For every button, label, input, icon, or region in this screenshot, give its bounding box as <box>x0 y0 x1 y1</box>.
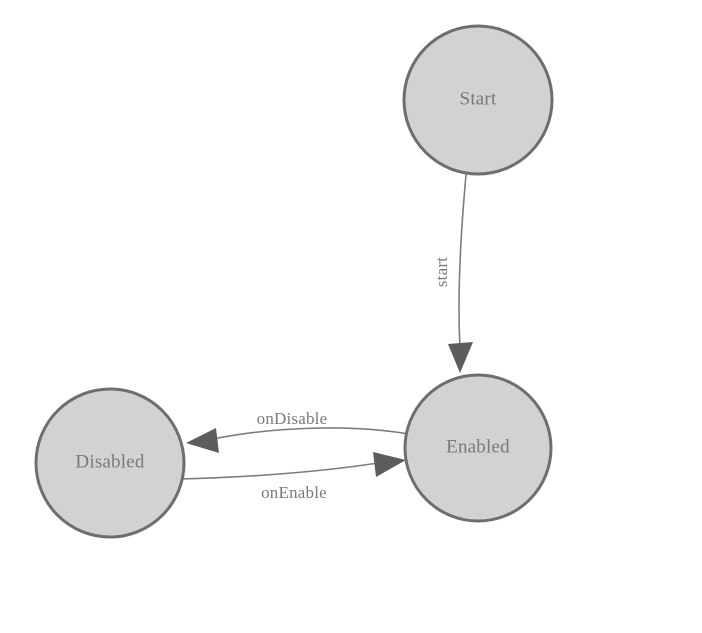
node-start-label: Start <box>460 88 497 109</box>
node-enabled-label: Enabled <box>446 436 510 457</box>
node-disabled-label: Disabled <box>75 451 144 472</box>
node-enabled[interactable]: Enabled <box>403 373 553 523</box>
edge-path-start <box>458 174 467 347</box>
node-disabled-circle <box>34 387 186 539</box>
edge-label-onenable: onEnable <box>261 483 327 502</box>
node-enabled-circle <box>403 373 553 523</box>
node-disabled[interactable]: Disabled <box>34 387 186 539</box>
edge-start-to-enabled[interactable]: start <box>432 174 473 373</box>
edge-path-ondisable <box>212 427 410 440</box>
node-start[interactable]: Start <box>402 24 554 176</box>
edge-label-start: start <box>432 257 451 287</box>
edge-enabled-to-disabled[interactable]: onDisable <box>186 409 410 453</box>
arrowhead-start <box>448 342 473 373</box>
edge-disabled-to-enabled[interactable]: onEnable <box>175 452 406 502</box>
edge-label-ondisable: onDisable <box>257 409 328 428</box>
node-start-circle <box>402 24 554 176</box>
edge-path-onenable <box>175 462 379 480</box>
arrowhead-ondisable <box>186 428 219 453</box>
arrowhead-onenable <box>373 452 406 477</box>
